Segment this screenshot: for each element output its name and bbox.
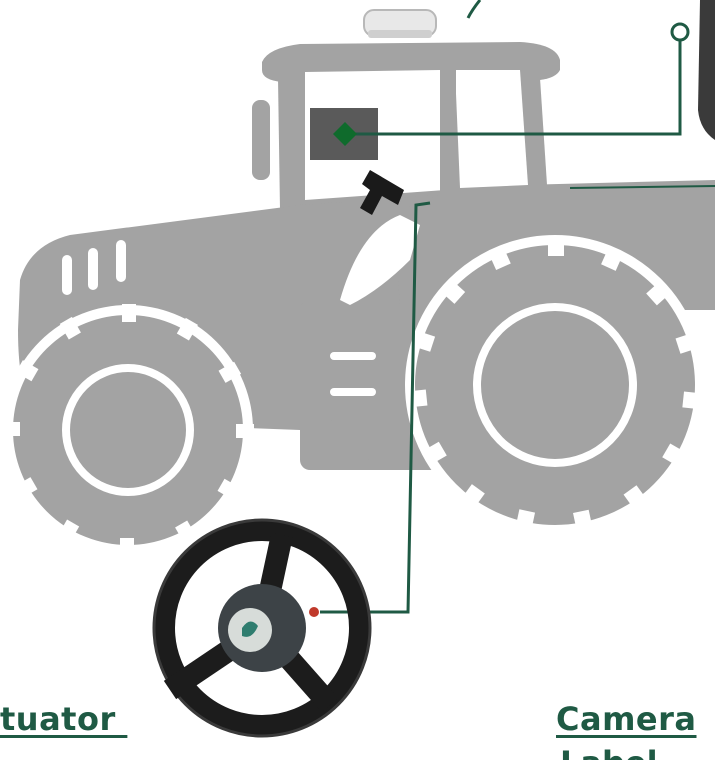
front-wheel (2, 304, 254, 556)
gps-receiver-icon (364, 10, 436, 38)
actuator-label: tuator (0, 700, 127, 738)
top-callout-line (468, 0, 480, 18)
display-device-edge (698, 0, 715, 140)
camera-label: Camera (556, 700, 697, 738)
rear-wheel (406, 236, 704, 533)
camera-label-cut: Label (560, 744, 658, 760)
steering-wheel-icon (154, 520, 370, 736)
callout-end-ring (672, 24, 688, 40)
